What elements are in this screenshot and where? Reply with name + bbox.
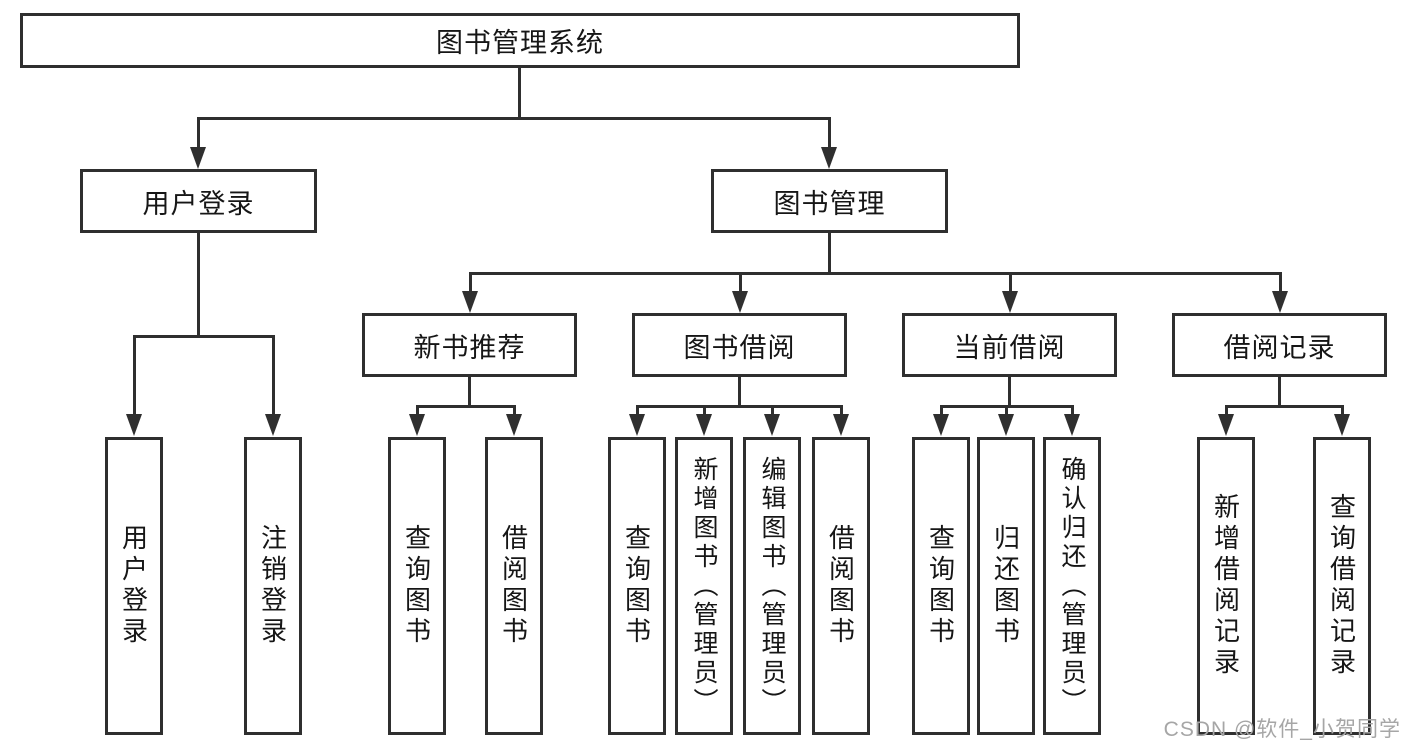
connector-line — [469, 272, 472, 294]
arrowhead — [126, 414, 142, 436]
node-new-book-recommend: 新书推荐 — [362, 313, 577, 377]
leaf-add-book-admin: 新增图书（管理员） — [675, 437, 733, 735]
connector-line — [1341, 405, 1344, 417]
connector-line — [1008, 377, 1011, 405]
node-new-book-recommend-label: 新书推荐 — [413, 332, 526, 363]
node-book-borrow-label: 图书借阅 — [683, 332, 796, 363]
leaf-add-borrow-record: 新增借阅记录 — [1197, 437, 1255, 735]
node-book-borrow: 图书借阅 — [632, 313, 847, 377]
leaf-query-book-recommend-label: 查询图书 — [401, 524, 432, 648]
leaf-add-book-admin-label: 新增图书（管理员） — [690, 455, 718, 717]
arrowhead — [1002, 291, 1018, 313]
leaf-return-book-label: 归还图书 — [990, 524, 1021, 648]
arrowhead — [462, 291, 478, 313]
connector-line — [1225, 405, 1228, 417]
leaf-return-book: 归还图书 — [977, 437, 1035, 735]
leaf-logout-label: 注销登录 — [257, 524, 288, 648]
arrowhead — [629, 414, 645, 436]
leaf-logout: 注销登录 — [244, 437, 302, 735]
arrowhead — [409, 414, 425, 436]
leaf-query-book-borrow-label: 查询图书 — [621, 524, 652, 648]
leaf-confirm-return-admin: 确认归还（管理员） — [1043, 437, 1101, 735]
leaf-query-book-current-label: 查询图书 — [925, 524, 956, 648]
leaf-query-book-recommend: 查询图书 — [388, 437, 446, 735]
leaf-query-borrow-record: 查询借阅记录 — [1313, 437, 1371, 735]
connector-line — [771, 405, 774, 417]
node-current-borrow: 当前借阅 — [902, 313, 1117, 377]
connector-line — [133, 335, 136, 415]
leaf-edit-book-admin: 编辑图书（管理员） — [743, 437, 801, 735]
connector-line — [468, 377, 471, 405]
node-root: 图书管理系统 — [20, 13, 1020, 68]
arrowhead — [833, 414, 849, 436]
node-user-login-label: 用户登录 — [142, 188, 255, 219]
arrowhead — [933, 414, 949, 436]
leaf-add-borrow-record-label: 新增借阅记录 — [1210, 493, 1241, 679]
connector-line — [272, 335, 275, 415]
leaf-query-book-borrow: 查询图书 — [608, 437, 666, 735]
arrowhead — [821, 147, 837, 169]
connector-line — [513, 405, 516, 417]
connector-line — [416, 405, 516, 408]
leaf-borrow-book-recommend: 借阅图书 — [485, 437, 543, 735]
connector-line — [703, 405, 706, 417]
arrowhead — [506, 414, 522, 436]
leaf-borrow-book-recommend-label: 借阅图书 — [498, 524, 529, 648]
node-book-management: 图书管理 — [711, 169, 948, 233]
arrowhead — [265, 414, 281, 436]
connector-line — [739, 272, 742, 294]
connector-line — [133, 335, 275, 338]
arrowhead — [732, 291, 748, 313]
connector-line — [828, 117, 831, 149]
leaf-edit-book-admin-label: 编辑图书（管理员） — [758, 455, 786, 717]
connector-line — [197, 117, 200, 149]
connector-line — [840, 405, 843, 417]
arrowhead — [998, 414, 1014, 436]
leaf-borrow-book: 借阅图书 — [812, 437, 870, 735]
leaf-query-book-current: 查询图书 — [912, 437, 970, 735]
connector-line — [469, 272, 1282, 275]
connector-line — [738, 377, 741, 405]
leaf-user-login: 用户登录 — [105, 437, 163, 735]
connector-line — [636, 405, 639, 417]
node-borrow-records-label: 借阅记录 — [1223, 332, 1336, 363]
leaf-user-login-label: 用户登录 — [118, 524, 149, 648]
leaf-query-borrow-record-label: 查询借阅记录 — [1326, 493, 1357, 679]
arrowhead — [1272, 291, 1288, 313]
connector-line — [518, 68, 521, 117]
connector-line — [1225, 405, 1344, 408]
connector-line — [1071, 405, 1074, 417]
node-book-management-label: 图书管理 — [773, 188, 886, 219]
arrowhead — [1334, 414, 1350, 436]
arrowhead — [190, 147, 206, 169]
node-current-borrow-label: 当前借阅 — [953, 332, 1066, 363]
connector-line — [1005, 405, 1008, 417]
node-borrow-records: 借阅记录 — [1172, 313, 1387, 377]
leaf-confirm-return-admin-label: 确认归还（管理员） — [1058, 455, 1086, 717]
connector-line — [1279, 272, 1282, 294]
arrowhead — [696, 414, 712, 436]
arrowhead — [1064, 414, 1080, 436]
connector-line — [1278, 377, 1281, 405]
connector-line — [1009, 272, 1012, 294]
connector-line — [197, 233, 200, 335]
connector-line — [828, 233, 831, 272]
connector-line — [416, 405, 419, 417]
leaf-borrow-book-label: 借阅图书 — [825, 524, 856, 648]
arrowhead — [764, 414, 780, 436]
connector-line — [940, 405, 943, 417]
connector-line — [636, 405, 843, 408]
csdn-watermark: CSDN @软件_小贺同学 — [1163, 718, 1401, 741]
arrowhead — [1218, 414, 1234, 436]
node-user-login: 用户登录 — [80, 169, 317, 233]
node-root-label: 图书管理系统 — [436, 28, 604, 58]
connector-line — [197, 117, 831, 120]
